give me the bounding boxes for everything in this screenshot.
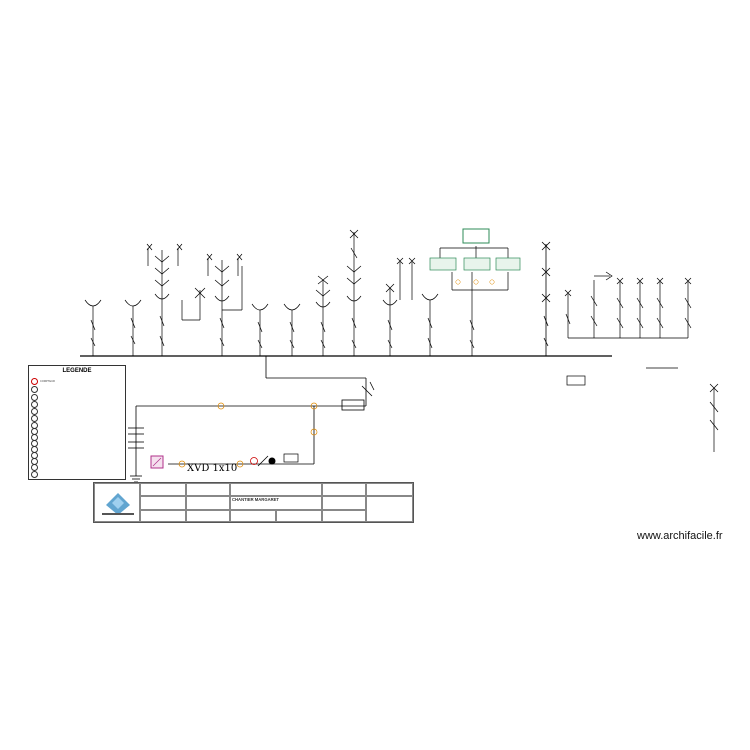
tb-cell [186, 496, 230, 510]
feeder-circuit-3-stacked [146, 243, 183, 356]
sub-panel-box [462, 228, 490, 244]
tb-cell [230, 483, 322, 496]
legend-item-label: COMPTEUR [40, 380, 55, 384]
tb-cell [366, 483, 413, 496]
legend-item: COMPTEUR [31, 378, 55, 385]
circle-icon [31, 415, 38, 422]
company-logo-icon [102, 493, 134, 515]
feeder-circuit-1 [84, 299, 102, 356]
feeder-circuit-13-tall [541, 241, 551, 356]
logo-cell [94, 483, 140, 522]
meter-icon [31, 378, 38, 385]
tb-title-cell: CHANTIER MARGARET [230, 496, 322, 510]
orange-marker-icon [489, 279, 495, 285]
cable-label: XVD 1x10 [187, 463, 237, 474]
orange-marker-icon [217, 402, 225, 410]
tb-cell [322, 496, 366, 510]
tb-cell [366, 496, 413, 522]
orange-marker-icon [178, 460, 186, 468]
legend-item [31, 401, 40, 408]
legend-title: LEGENDE [62, 368, 92, 374]
orange-marker-icon [236, 460, 244, 468]
distribution-panel-c [495, 257, 521, 271]
circle-icon [31, 386, 38, 393]
feeder-circuit-10 [382, 257, 416, 356]
orange-marker-icon [310, 402, 318, 410]
tb-cell [276, 510, 322, 522]
legend-item [31, 394, 40, 401]
feeder-circuit-6 [251, 303, 269, 356]
feeder-circuit-11 [421, 293, 439, 356]
circle-icon [31, 464, 38, 471]
distribution-panel-a [429, 257, 457, 271]
right-feeder-group [564, 271, 692, 339]
terminal-box [283, 453, 299, 463]
legend-panel: LEGENDE COMPTEUR [28, 365, 126, 480]
distribution-panel-b [463, 257, 491, 271]
feeder-circuit-8 [315, 275, 331, 356]
tb-cell [140, 496, 186, 510]
legend-item [31, 386, 40, 393]
legend-item [31, 408, 40, 415]
circle-icon [31, 394, 38, 401]
legend-item [31, 464, 40, 471]
tb-cell [322, 510, 366, 522]
legend-item [31, 415, 40, 422]
feeder-circuit-9-tall [346, 229, 362, 356]
circle-icon [31, 471, 38, 478]
circle-icon [31, 401, 38, 408]
meter-icon [250, 457, 258, 465]
tb-cell [140, 483, 186, 496]
orange-marker-icon [473, 279, 479, 285]
feeder-circuit-5-stacked [206, 253, 243, 356]
tb-cell [230, 510, 276, 522]
feeder-circuit-4 [181, 287, 206, 321]
circle-icon [31, 408, 38, 415]
tb-cell [186, 483, 230, 496]
drawing-title: CHANTIER MARGARET [232, 497, 279, 502]
tb-cell [186, 510, 230, 522]
breaker-icon [268, 457, 276, 465]
feeder-circuit-12-distribution [439, 246, 509, 356]
small-symbol-ac [566, 375, 586, 386]
watermark: www.archifacile.fr [637, 530, 723, 542]
tb-cell [322, 483, 366, 496]
feeder-circuit-7 [283, 303, 301, 356]
isolated-feeder [709, 383, 719, 452]
orange-marker-icon [455, 279, 461, 285]
feeder-circuit-2 [124, 299, 142, 356]
switch-icon [257, 455, 269, 467]
orange-marker-icon [310, 428, 318, 436]
legend-item [31, 471, 40, 478]
title-block: CHANTIER MARGARET [93, 482, 414, 523]
tb-cell [140, 510, 186, 522]
